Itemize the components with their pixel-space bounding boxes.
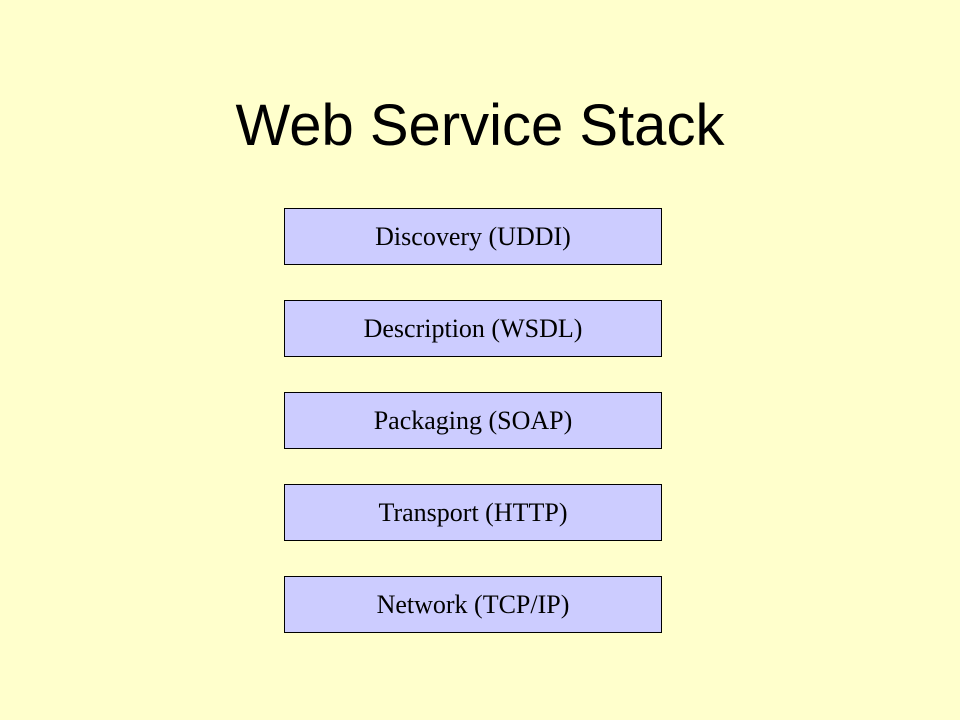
- slide-title: Web Service Stack: [235, 93, 725, 158]
- layer-discovery: Discovery (UDDI): [284, 208, 662, 265]
- layer-network: Network (TCP/IP): [284, 576, 662, 633]
- layer-transport: Transport (HTTP): [284, 484, 662, 541]
- layer-packaging: Packaging (SOAP): [284, 392, 662, 449]
- web-service-stack: Discovery (UDDI) Description (WSDL) Pack…: [284, 208, 662, 633]
- layer-description: Description (WSDL): [284, 300, 662, 357]
